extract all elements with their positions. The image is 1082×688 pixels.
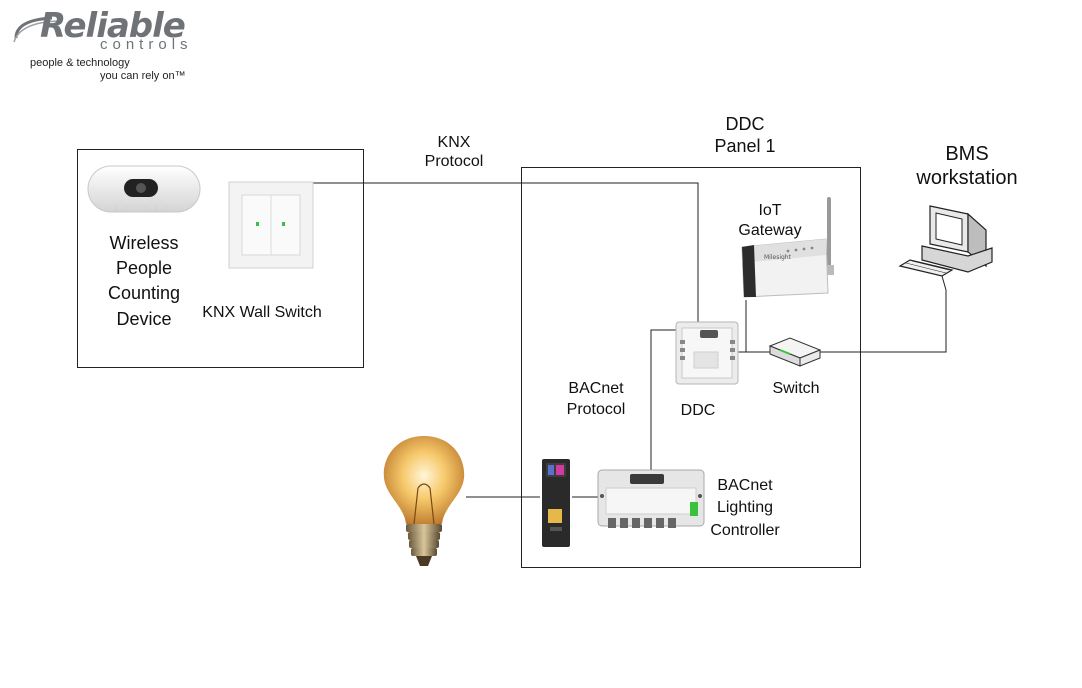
bacnet-lighting-line-2: Lighting bbox=[716, 499, 774, 517]
knx-wall-switch-label: KNX Wall Switch bbox=[202, 304, 322, 321]
iot-gateway-label: IoT Gateway bbox=[730, 201, 810, 241]
bacnet-protocol-label: BACnet Protocol bbox=[552, 379, 640, 421]
knx-wire bbox=[311, 182, 699, 348]
iot-gateway-icon: Milesight bbox=[741, 197, 834, 298]
people-counter-icon bbox=[87, 165, 201, 213]
switch-label: Switch bbox=[772, 380, 820, 397]
bms-workstation-label: BMS workstation bbox=[900, 142, 1034, 190]
ddc-panel-line-1: DDC bbox=[725, 114, 765, 134]
knx-protocol-label: KNX Protocol bbox=[414, 133, 494, 171]
bacnet-protocol-line-1: BACnet bbox=[568, 380, 624, 397]
wireless-device-line-1: Wireless bbox=[109, 233, 179, 253]
bms-line-2: workstation bbox=[916, 167, 1018, 189]
bms-line-1: BMS bbox=[945, 143, 989, 165]
bms-workstation-icon bbox=[898, 205, 993, 291]
wireless-device-line-2: People bbox=[115, 258, 173, 279]
company-logo: Reliable controls people & technology yo… bbox=[12, 6, 212, 86]
bacnet-wire bbox=[650, 329, 676, 470]
iot-gateway-line-1: IoT bbox=[758, 202, 782, 219]
svg-text:Milesight: Milesight bbox=[764, 254, 792, 261]
din-relay-module-icon bbox=[542, 459, 570, 547]
ddc-label: DDC bbox=[680, 402, 716, 419]
bacnet-protocol-line-2: Protocol bbox=[566, 400, 626, 418]
knx-protocol-line-1: KNX bbox=[437, 134, 471, 151]
knx-wall-switch-icon bbox=[228, 181, 314, 269]
logo-tagline-1: people & technology bbox=[30, 57, 130, 69]
field-devices-box bbox=[77, 149, 364, 368]
ddc-panel-box bbox=[521, 167, 861, 568]
wireless-device-line-3: Counting bbox=[107, 283, 181, 304]
logo-swoosh-icon bbox=[13, 16, 61, 43]
light-bulb-icon bbox=[383, 436, 465, 566]
logo-brand-sub: controls bbox=[100, 36, 193, 53]
wireless-device-label: Wireless People Counting Device bbox=[94, 231, 194, 332]
ddc-controller-icon bbox=[675, 321, 739, 385]
bacnet-lighting-line-1: BACnet bbox=[717, 477, 773, 494]
wireless-device-line-4: Device bbox=[116, 308, 172, 329]
bacnet-lighting-controller-icon bbox=[597, 469, 705, 528]
ddc-panel-line-2: Panel 1 bbox=[714, 135, 776, 156]
logo-brand: Reliable bbox=[40, 6, 186, 46]
knx-protocol-line-2: Protocol bbox=[424, 153, 484, 171]
ddc-panel-label: DDC Panel 1 bbox=[700, 114, 790, 157]
network-switch-icon bbox=[768, 337, 822, 367]
bacnet-lighting-line-3: Controller bbox=[710, 521, 780, 539]
iot-gateway-line-2: Gateway bbox=[738, 222, 802, 239]
logo-tagline-2: you can rely on™ bbox=[100, 70, 186, 82]
bacnet-lighting-controller-label: BACnet Lighting Controller bbox=[700, 475, 790, 542]
